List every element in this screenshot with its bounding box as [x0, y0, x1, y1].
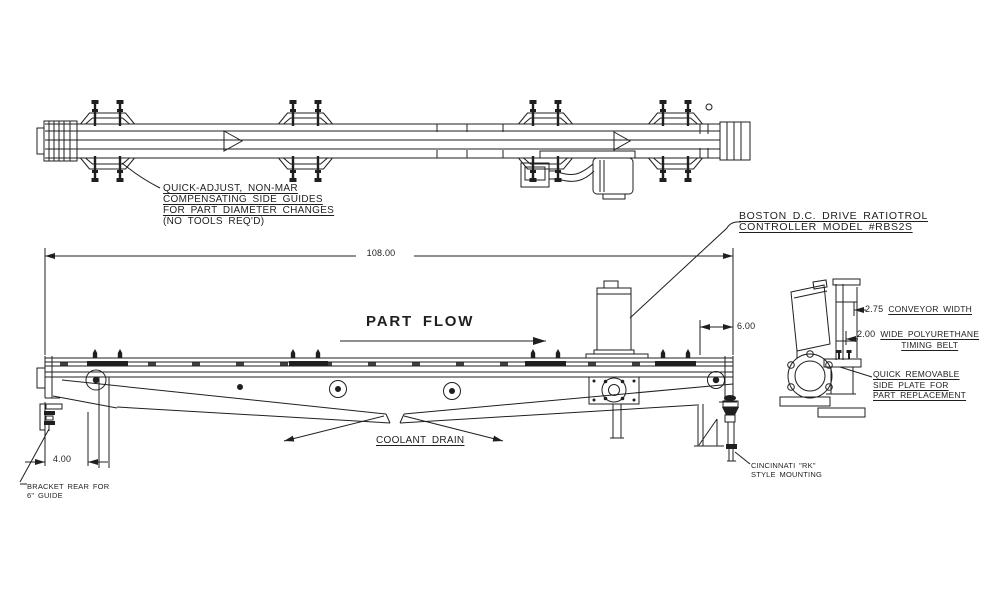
- leader-rk-mount: [734, 451, 751, 465]
- conveyor-width-value: 2.75: [865, 304, 884, 314]
- dim-bracket-offset: 4.00: [52, 454, 72, 464]
- label-bracket-rear: BRACKET REAR FOR 6" GUIDE: [27, 482, 109, 500]
- label-side-guides-line2: COMPENSATING SIDE GUIDES: [163, 194, 323, 205]
- label-timing-belt: 2.00 WIDE POLYURETHANE TIMING BELT: [857, 329, 979, 350]
- label-side-guides-line1: QUICK-ADJUST, NON-MAR: [163, 183, 298, 194]
- front-elevation-view: [36, 280, 739, 468]
- label-drive-controller-line2: CONTROLLER MODEL #RBS2S: [739, 220, 913, 233]
- label-side-guides-line4: (NO TOOLS REQ'D): [163, 216, 265, 227]
- dim-overall-length: 108.00: [366, 248, 396, 258]
- label-rk-mount-line2: STYLE MOUNTING: [751, 470, 822, 479]
- leader-coolant-left: [283, 415, 385, 442]
- leader-coolant-right: [403, 415, 504, 442]
- label-conveyor-width: 2.75 CONVEYOR WIDTH: [865, 304, 972, 315]
- label-rk-mount-line1: CINCINNATI "RK": [751, 461, 816, 470]
- top-plan-view: [36, 98, 751, 200]
- dimension-lines: [25, 248, 866, 466]
- label-side-plate-line3: PART REPLACEMENT: [873, 390, 967, 400]
- timing-belt-value: 2.00: [857, 329, 876, 339]
- dim-drive-offset: 6.00: [737, 321, 756, 331]
- label-coolant-drain: COOLANT DRAIN: [376, 435, 465, 446]
- label-drive-controller-line1: BOSTON D.C. DRIVE RATIOTROL: [739, 210, 928, 222]
- leader-side-guides: [121, 162, 161, 189]
- label-side-plate-line2: SIDE PLATE FOR: [873, 379, 949, 390]
- label-side-plate-line1: QUICK REMOVABLE: [873, 369, 960, 379]
- timing-belt-line1: WIDE POLYURETHANE: [880, 329, 980, 339]
- label-rk-mount: CINCINNATI "RK" STYLE MOUNTING: [751, 461, 822, 479]
- leader-lines: [19, 162, 873, 485]
- leader-controller: [629, 221, 742, 319]
- leader-side-plate: [839, 366, 873, 378]
- label-bracket-rear-line2: 6" GUIDE: [27, 491, 63, 500]
- label-side-plate: QUICK REMOVABLE SIDE PLATE FOR PART REPL…: [873, 369, 966, 401]
- label-part-flow: PART FLOW: [366, 313, 475, 330]
- timing-belt-line2: TIMING BELT: [901, 339, 959, 350]
- end-view: [779, 278, 866, 418]
- label-drive-controller: BOSTON D.C. DRIVE RATIOTROL CONTROLLER M…: [739, 211, 928, 232]
- conveyor-width-text: CONVEYOR WIDTH: [888, 304, 972, 314]
- label-side-guides: QUICK-ADJUST, NON-MAR COMPENSATING SIDE …: [163, 183, 334, 227]
- label-bracket-rear-line1: BRACKET REAR FOR: [27, 482, 110, 491]
- label-side-guides-line3: FOR PART DIAMETER CHANGES: [163, 205, 335, 216]
